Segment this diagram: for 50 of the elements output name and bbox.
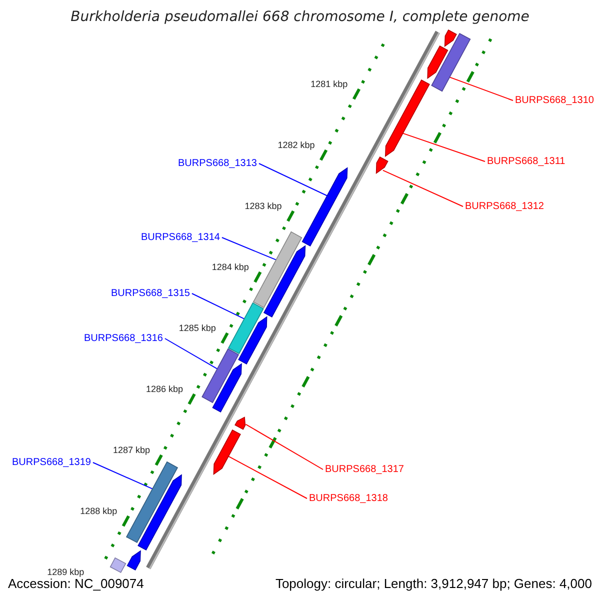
leader-line — [245, 424, 324, 470]
leader-line — [382, 170, 464, 207]
gene-feature — [212, 363, 242, 413]
tick-label: 1284 kbp — [212, 262, 249, 274]
gene-feature — [263, 245, 306, 318]
gene-label: BURPS668_1310 — [515, 94, 594, 107]
gene-label: BURPS668_1313 — [178, 157, 257, 170]
gene-feature — [234, 416, 246, 430]
tick-label: 1288 kbp — [80, 506, 118, 518]
tick-label: 1286 kbp — [146, 384, 183, 396]
leader-line — [402, 132, 486, 162]
gene-feature — [427, 45, 448, 79]
gene-label: BURPS668_1314 — [141, 231, 220, 244]
gene-label: BURPS668_1312 — [465, 200, 544, 213]
map-title: Burkholderia pseudomallei 668 chromosome I, complete genome — [70, 9, 530, 26]
gene-box — [202, 348, 240, 404]
leader-line — [221, 237, 277, 260]
gene-feature — [138, 474, 182, 551]
gene-feature — [384, 79, 430, 157]
gene-feature — [238, 316, 268, 365]
gene-label: BURPS668_1311 — [487, 155, 566, 168]
tick-label: 1287 kbp — [113, 445, 150, 456]
gene-feature — [302, 167, 348, 247]
gene-box — [252, 231, 302, 308]
tick-label: 1283 kbp — [244, 201, 282, 212]
tick-label: 1282 kbp — [278, 140, 315, 152]
leader-line — [449, 76, 514, 101]
leader-line — [228, 456, 308, 499]
footer-text: Accession: NC_009074 — [8, 576, 144, 591]
gene-label: BURPS668_1316 — [84, 332, 163, 345]
leader-line — [164, 338, 218, 370]
gene-box — [110, 557, 126, 574]
footer-text: Topology: circular; Length: 3,912,947 bp; Genes: 4,000 — [275, 576, 592, 591]
tick-label: 1285 kbp — [178, 323, 216, 334]
gene-box — [431, 32, 471, 92]
gene-feature — [376, 156, 388, 174]
leader-line — [92, 462, 153, 490]
gene-label: BURPS668_1317 — [325, 463, 404, 476]
gene-feature — [213, 429, 241, 475]
gene-label: BURPS668_1319 — [12, 456, 91, 469]
gene-box — [126, 461, 178, 544]
gene-box — [228, 302, 264, 354]
tick-label: 1289 kbp — [47, 567, 84, 578]
leader-line — [191, 293, 245, 320]
tick-label: 1281 kbp — [310, 79, 348, 90]
gene-label: BURPS668_1315 — [111, 287, 190, 300]
gene-feature — [126, 550, 141, 571]
gene-label: BURPS668_1318 — [309, 492, 388, 505]
gene-feature — [444, 29, 457, 47]
leader-line — [258, 163, 328, 196]
